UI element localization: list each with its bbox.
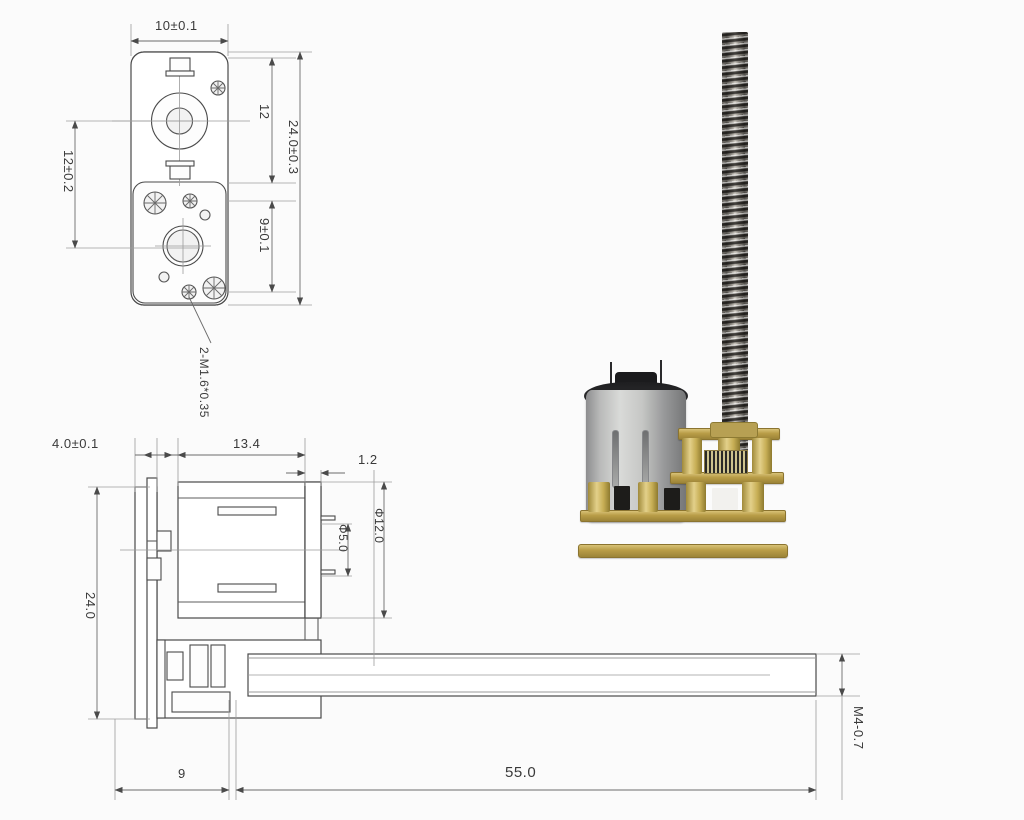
leadscrew-collar [710,422,758,438]
dim-front-thread-callout: 2-M1.6*0.35 [197,347,211,418]
gearbox-lower-plate [580,510,786,522]
gearbox-base-plate [578,544,788,558]
dim-side-body-height: 24.0 [83,592,98,620]
gearbox-pillar-1 [682,438,702,474]
side-view-geometry [120,477,817,729]
dim-side-endcap-length: 4.0±0.1 [52,436,99,451]
dim-front-hole-span-vertical: 9±0.1 [257,218,272,253]
front-view-dimensions [66,24,312,306]
dim-front-shaft-center: 12 [257,104,272,120]
gearbox-pillar-6 [686,482,706,512]
threaded-leadscrew-icon [722,32,748,472]
motor-can-slot-left [612,430,619,488]
dim-side-screw-length: 55.0 [505,764,537,781]
motor-can-slot-right [642,430,649,488]
motor-terminal-left [610,362,612,388]
front-view-geometry [100,51,267,344]
gearbox-pillar-5 [638,482,658,512]
gearbox-pillar-3 [752,438,772,474]
gearbox-pillar-4 [588,482,610,512]
gearbox-dark-block-2 [664,488,680,510]
gearbox-pillar-7 [742,482,764,512]
gearbox-light-block [712,488,738,510]
dim-front-overall-height: 24.0±0.3 [286,120,301,175]
gear-teeth [704,450,748,474]
motor-terminal-right [660,360,662,386]
dim-side-gearbox-length: 9 [178,766,186,781]
side-view-dimensions [88,438,860,800]
dim-side-screw-thread: M4-0.7 [851,706,866,750]
dim-side-hub-diameter: Φ5.0 [336,524,350,553]
product-photo [560,10,890,570]
dim-side-gearbox-plate: 1.2 [358,452,378,467]
dim-front-width: 10±0.1 [155,18,198,33]
dim-side-body-diameter: Φ12.0 [372,508,386,544]
dim-front-hole-span-horizontal: 12±0.2 [61,150,76,193]
dim-side-body-length: 13.4 [233,436,261,451]
gearbox-dark-block-1 [614,486,630,510]
